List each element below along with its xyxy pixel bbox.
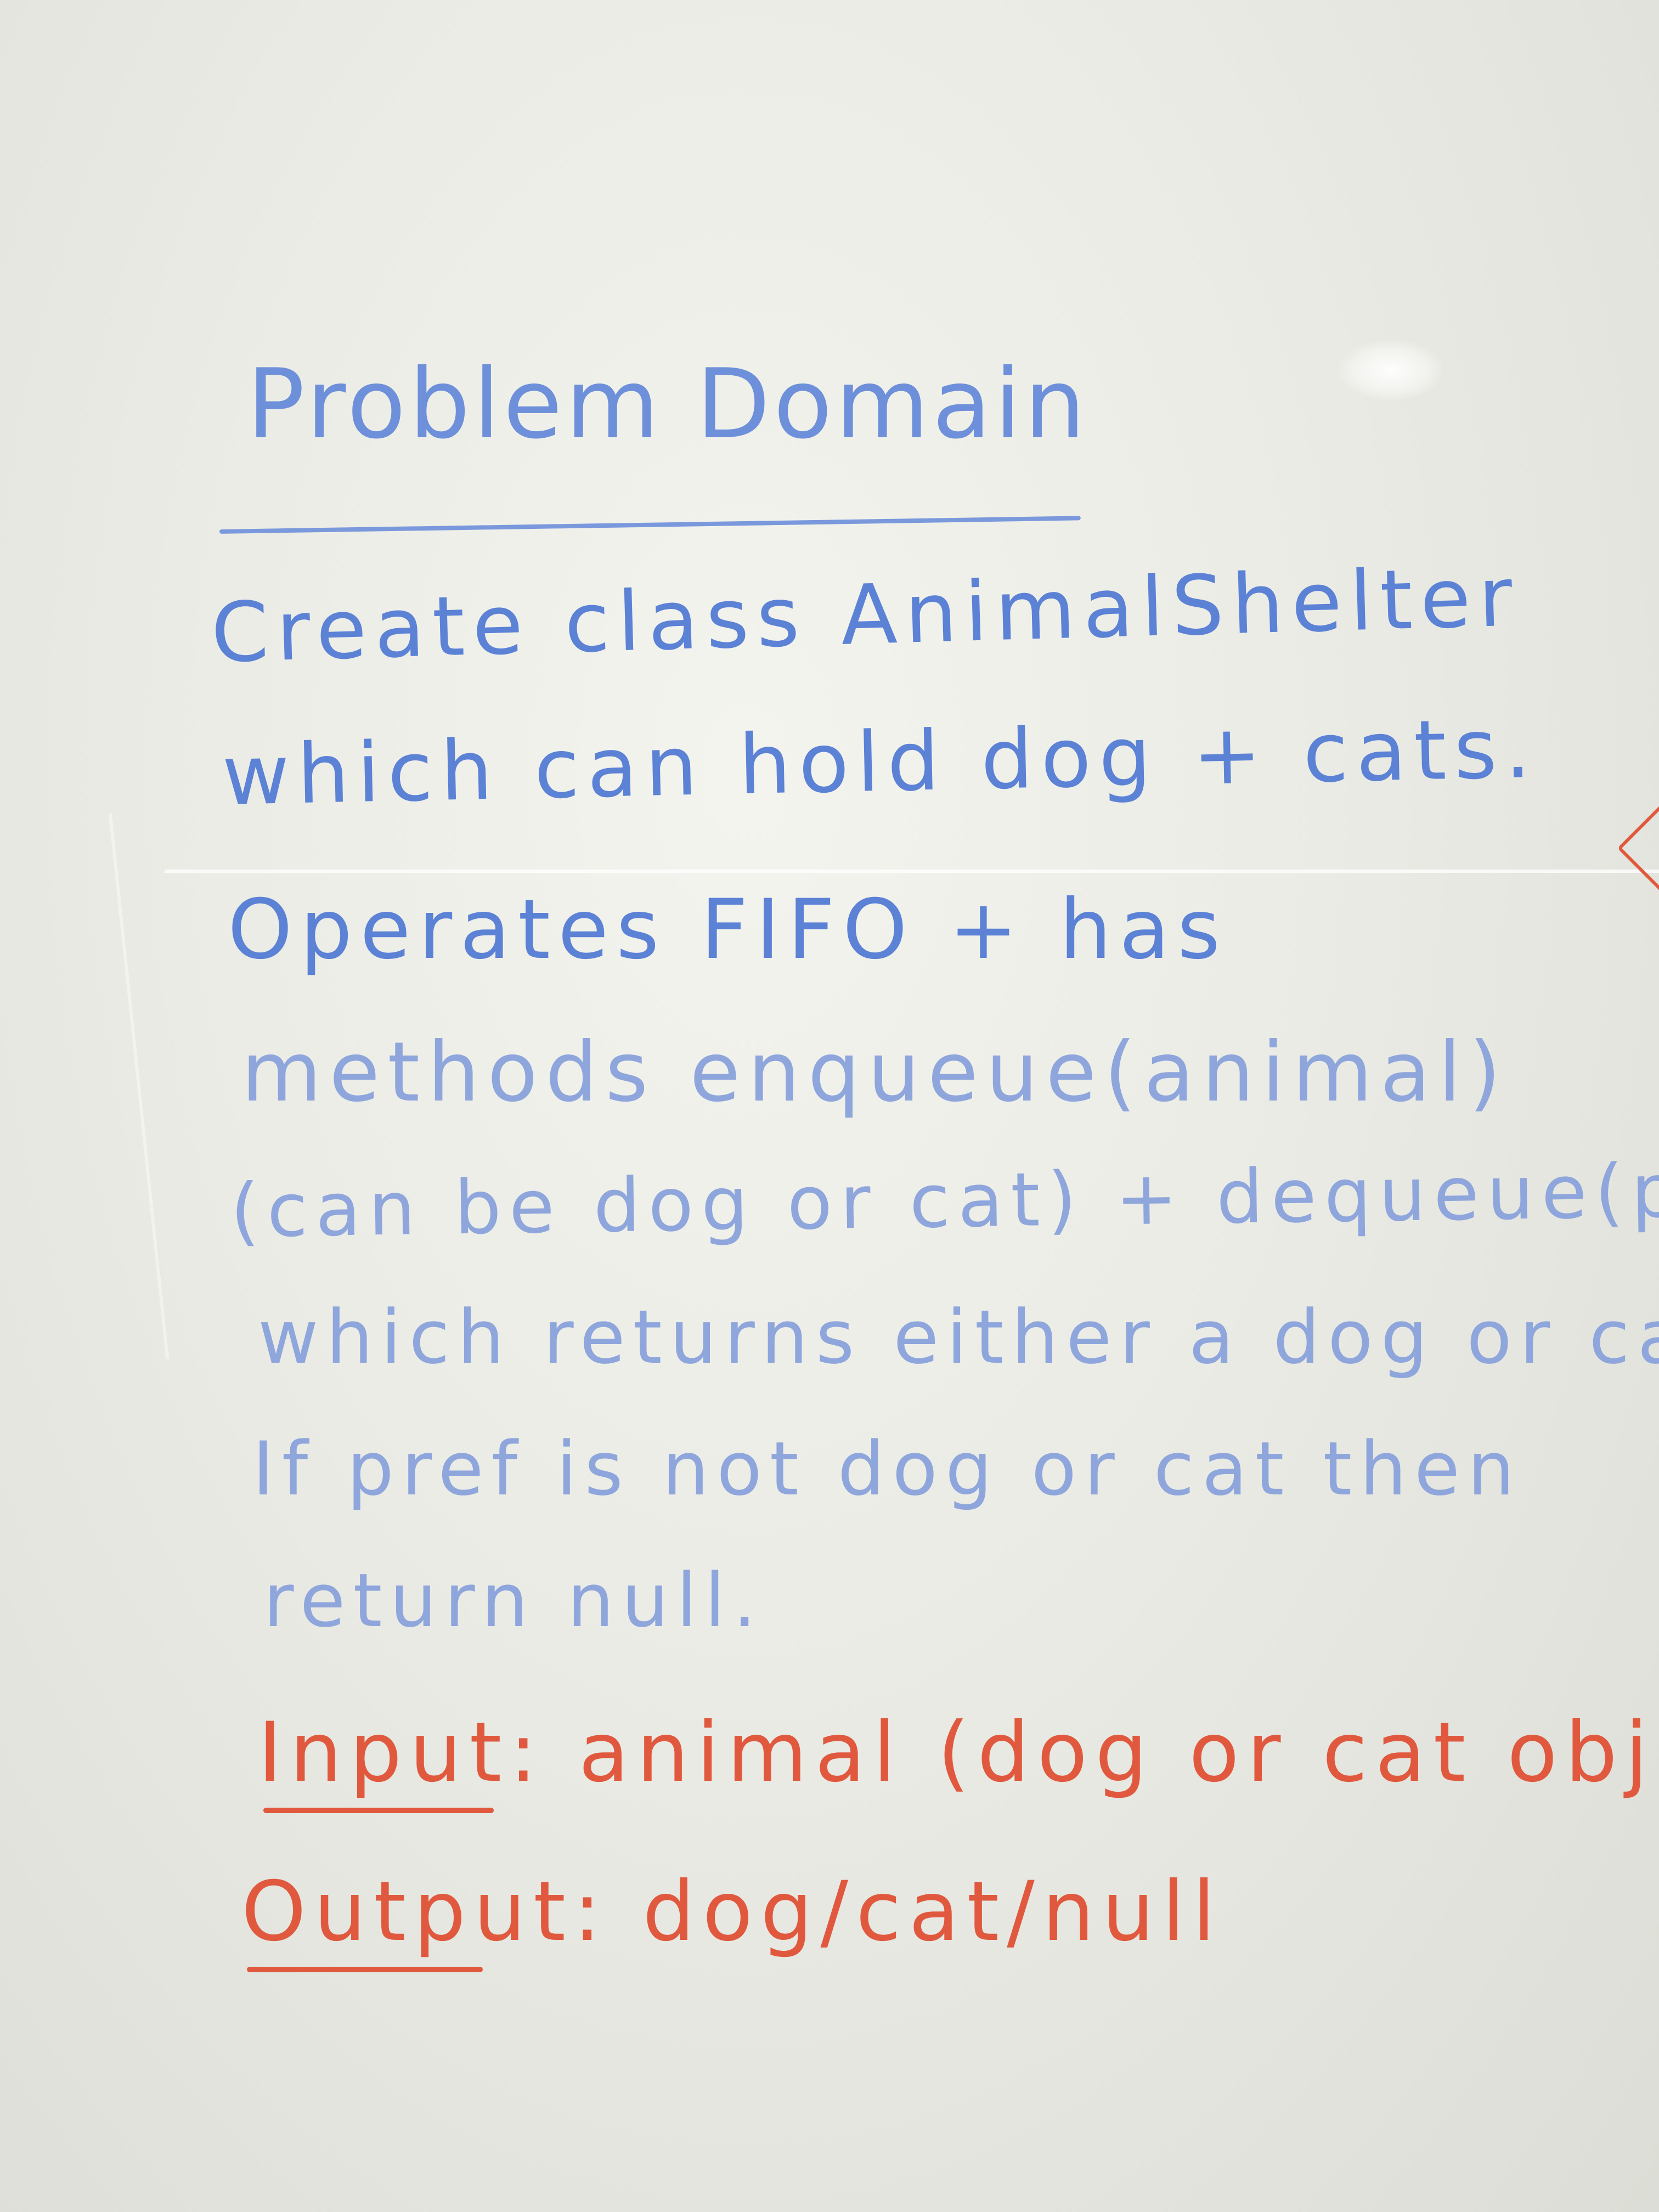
input-value: : animal (dog or cat object) xyxy=(509,1705,1659,1801)
input-line: Input: animal (dog or cat object) xyxy=(258,1712,1659,1794)
output-value: : dog/cat/null xyxy=(573,1864,1223,1960)
ceiling-reflection-line xyxy=(108,813,170,1359)
ceiling-reflection-line xyxy=(165,870,1659,873)
output-line: Output: dog/cat/null xyxy=(241,1871,1223,1953)
problem-line: return null. xyxy=(263,1558,764,1644)
problem-line: (can be dog or cat) + dequeue(pref) xyxy=(229,1145,1659,1254)
problem-line: If pref is not dog or cat then xyxy=(252,1426,1522,1512)
output-label: Output xyxy=(241,1864,574,1960)
title-underline xyxy=(219,516,1081,534)
output-underline xyxy=(247,1967,483,1972)
problem-line: Create class AnimalShelter xyxy=(210,549,1521,681)
red-marker-edge-mark xyxy=(1617,797,1659,900)
board-title: Problem Domain xyxy=(247,349,1089,460)
input-label: Input xyxy=(258,1705,510,1801)
problem-line: Operates FIFO + has xyxy=(228,882,1228,978)
input-underline xyxy=(263,1808,494,1813)
problem-line: which can hold dog + cats. xyxy=(221,701,1539,824)
light-glare xyxy=(1339,340,1443,400)
problem-line: which returns either a dog or cat. xyxy=(258,1294,1659,1380)
problem-line: methods enqueue(animal) xyxy=(241,1025,1509,1120)
